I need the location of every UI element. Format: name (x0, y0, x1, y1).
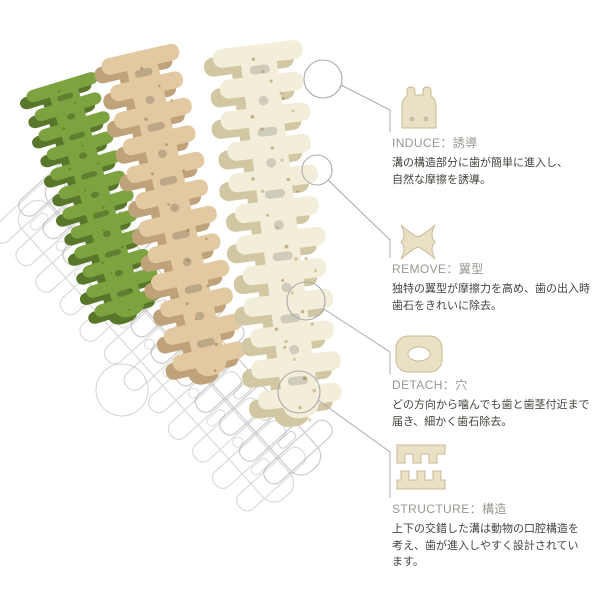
callout-structure: STRUCTURE：構造 上下の交錯した溝は動物の口腔構造を 考え、歯が進入しや… (392, 500, 598, 571)
induce-groove-icon (401, 86, 437, 129)
callout-title: DETACH：穴 (392, 378, 468, 392)
callout-desc: どの方向から噛んでも歯と歯茎付近まで 届き、細かく歯石除去。 (392, 399, 590, 428)
callout-ring-remove (301, 154, 333, 186)
sketch-circle (95, 363, 149, 417)
callout-line-induce (340, 84, 391, 132)
callout-detach: DETACH：穴 どの方向から噛んでも歯と歯茎付近まで 届き、細かく歯石除去。 (392, 376, 598, 430)
remove-wing-icon (400, 224, 436, 260)
callout-title: STRUCTURE：構造 (392, 502, 507, 516)
callout-line-structure (317, 399, 391, 498)
callout-line-remove (327, 179, 391, 258)
callout-title: REMOVE：翼型 (392, 262, 484, 276)
callout-desc: 溝の構造部分に歯が簡単に進入し、 自然な摩擦を誘導。 (392, 157, 568, 186)
detach-hole-icon (395, 335, 443, 373)
callout-induce: INDUCE：誘導 溝の構造部分に歯が簡単に進入し、 自然な摩擦を誘導。 (392, 134, 598, 188)
callout-remove: REMOVE：翼型 独特の翼型が摩擦力を高め、歯の出入時 歯石をきれいに除去。 (392, 260, 598, 314)
callout-desc: 独特の翼型が摩擦力を高め、歯の出入時 歯石をきれいに除去。 (392, 283, 590, 312)
callout-title: INDUCE：誘導 (392, 136, 478, 150)
sketch-outline-sticks (0, 144, 348, 527)
callout-desc: 上下の交錯した溝は動物の口腔構造を 考え、歯が進入しやすく設計されてい ます。 (392, 523, 579, 568)
callout-ring-structure (277, 370, 321, 414)
structure-comb-icon (396, 444, 446, 490)
callout-line-detach (323, 308, 391, 374)
callout-ring-detach (286, 281, 326, 321)
callout-ring-induce (303, 59, 343, 99)
